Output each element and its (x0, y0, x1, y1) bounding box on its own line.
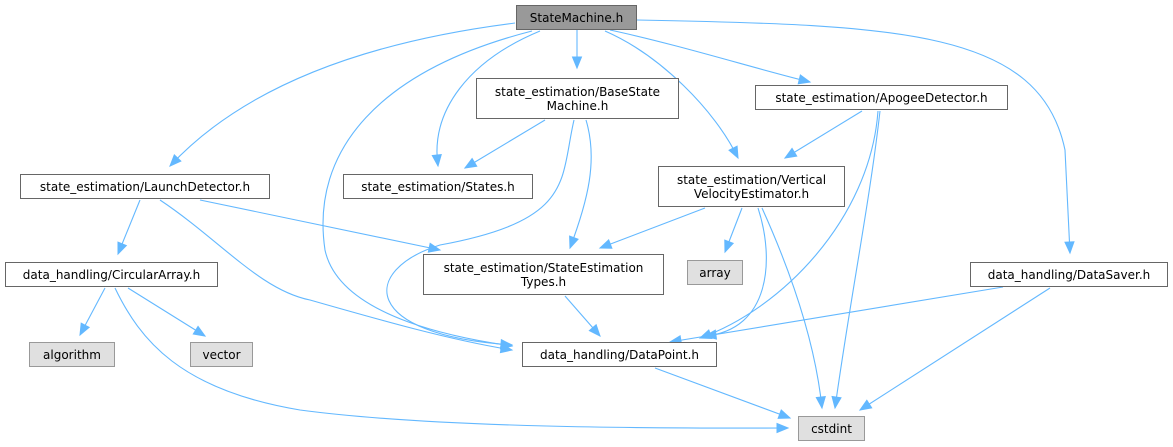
edge-apogee-to-vve (783, 110, 863, 159)
node-circular[interactable]: data_handling/CircularArray.h (5, 262, 218, 287)
node-setypes[interactable]: state_estimation/StateEstimation Types.h (423, 254, 664, 295)
arrowhead-icon (598, 239, 613, 249)
node-label: state_estimation/StateEstimation Types.h (443, 260, 644, 289)
edge-launch-to-setypes (199, 199, 442, 253)
edge-statemachine-to-basestatemachine (571, 30, 583, 70)
edge-statemachine-to-vve (604, 30, 739, 160)
arrowhead-icon (724, 239, 735, 254)
edge-line (159, 199, 513, 351)
node-apogee[interactable]: state_estimation/ApogeeDetector.h (755, 85, 1008, 110)
edge-basestatemachine-to-states (463, 119, 546, 169)
arrowhead-icon (1064, 241, 1075, 255)
node-algorithm: algorithm (29, 342, 115, 367)
edge-datasaver-to-datapoint (668, 286, 1004, 346)
node-label: state_estimation/States.h (361, 179, 515, 194)
edge-statemachine-to-states (431, 30, 541, 168)
node-label: state_estimation/BaseState Machine.h (494, 84, 661, 113)
arrowhead-icon (831, 395, 842, 410)
edge-line (127, 287, 206, 337)
node-label: StateMachine.h (529, 10, 624, 25)
edge-line (636, 19, 1071, 254)
edge-line (114, 287, 789, 429)
arrowhead-icon (117, 241, 128, 256)
edge-vve-to-cstdint (761, 207, 826, 410)
node-states[interactable]: state_estimation/States.h (343, 174, 533, 199)
edge-line (784, 110, 863, 159)
node-vve[interactable]: state_estimation/Vertical VelocityEstima… (658, 166, 845, 207)
edge-statemachine-to-launch (169, 22, 516, 167)
edge-circular-to-cstdint (114, 287, 790, 434)
arrowhead-icon (79, 322, 91, 337)
arrowhead-icon (192, 325, 207, 337)
edge-line (669, 286, 1004, 343)
edge-line (599, 207, 706, 249)
edge-line (699, 110, 879, 339)
node-label: state_estimation/Vertical VelocityEstima… (676, 172, 827, 201)
arrowhead-icon (499, 342, 514, 354)
node-label: data_handling/DataSaver.h (987, 267, 1151, 282)
node-label: data_handling/DataPoint.h (539, 347, 699, 362)
node-statemachine[interactable]: StateMachine.h (516, 5, 637, 30)
node-label: algorithm (43, 347, 101, 362)
node-basestatemachine[interactable]: state_estimation/BaseState Machine.h (476, 78, 679, 119)
edge-line (604, 30, 739, 159)
edge-launch-to-circular (117, 199, 141, 256)
node-array: array (687, 260, 743, 285)
node-datapoint[interactable]: data_handling/DataPoint.h (522, 342, 717, 367)
edge-circular-to-algorithm (79, 287, 106, 337)
arrowhead-icon (463, 157, 478, 169)
node-datasaver[interactable]: data_handling/DataSaver.h (970, 262, 1168, 287)
node-label: array (699, 265, 731, 280)
node-launch[interactable]: state_estimation/LaunchDetector.h (20, 174, 270, 199)
edge-line (169, 22, 516, 167)
arrowhead-icon (815, 395, 826, 410)
edge-launch-to-datapoint (159, 199, 514, 354)
edge-line (609, 29, 811, 83)
arrowhead-icon (797, 74, 812, 85)
edge-vve-to-array (724, 207, 743, 254)
node-label: cstdint (811, 421, 852, 436)
arrowhead-icon (569, 235, 579, 250)
node-label: data_handling/CircularArray.h (22, 267, 201, 282)
arrowhead-icon (431, 153, 442, 168)
edge-datapoint-to-cstdint (654, 367, 792, 419)
edge-line (322, 30, 533, 347)
edge-basestatemachine-to-datapoint (386, 119, 575, 350)
edge-line (199, 199, 441, 251)
arrowhead-icon (588, 323, 601, 337)
edge-line (859, 287, 1051, 411)
edge-setypes-to-datapoint (564, 295, 601, 337)
arrowhead-icon (777, 409, 792, 419)
edge-line (654, 367, 791, 419)
edge-line (704, 207, 767, 337)
edge-statemachine-to-apogee (609, 29, 812, 85)
edge-basestatemachine-to-setypes (569, 119, 592, 250)
node-label: state_estimation/ApogeeDetector.h (775, 90, 988, 105)
node-cstdint: cstdint (798, 416, 865, 441)
edge-line (761, 207, 823, 409)
arrowhead-icon (571, 56, 583, 70)
arrowhead-icon (427, 242, 442, 253)
arrowhead-icon (776, 422, 790, 434)
arrowhead-icon (783, 147, 798, 159)
edge-line (386, 119, 575, 346)
arrowhead-icon (169, 154, 182, 167)
node-label: vector (202, 347, 241, 362)
edge-line (834, 110, 881, 409)
edge-statemachine-to-datasaver (636, 19, 1075, 255)
arrowhead-icon (858, 399, 873, 411)
edge-vve-to-setypes (598, 207, 706, 249)
arrowhead-icon (728, 145, 739, 160)
edge-line (436, 30, 541, 167)
edge-datasaver-to-cstdint (858, 287, 1051, 411)
node-vector: vector (190, 342, 253, 367)
edge-line (464, 119, 546, 169)
edge-circular-to-vector (127, 287, 207, 337)
node-label: state_estimation/LaunchDetector.h (39, 179, 251, 194)
edge-line (569, 119, 592, 249)
edge-apogee-to-cstdint (831, 110, 881, 410)
